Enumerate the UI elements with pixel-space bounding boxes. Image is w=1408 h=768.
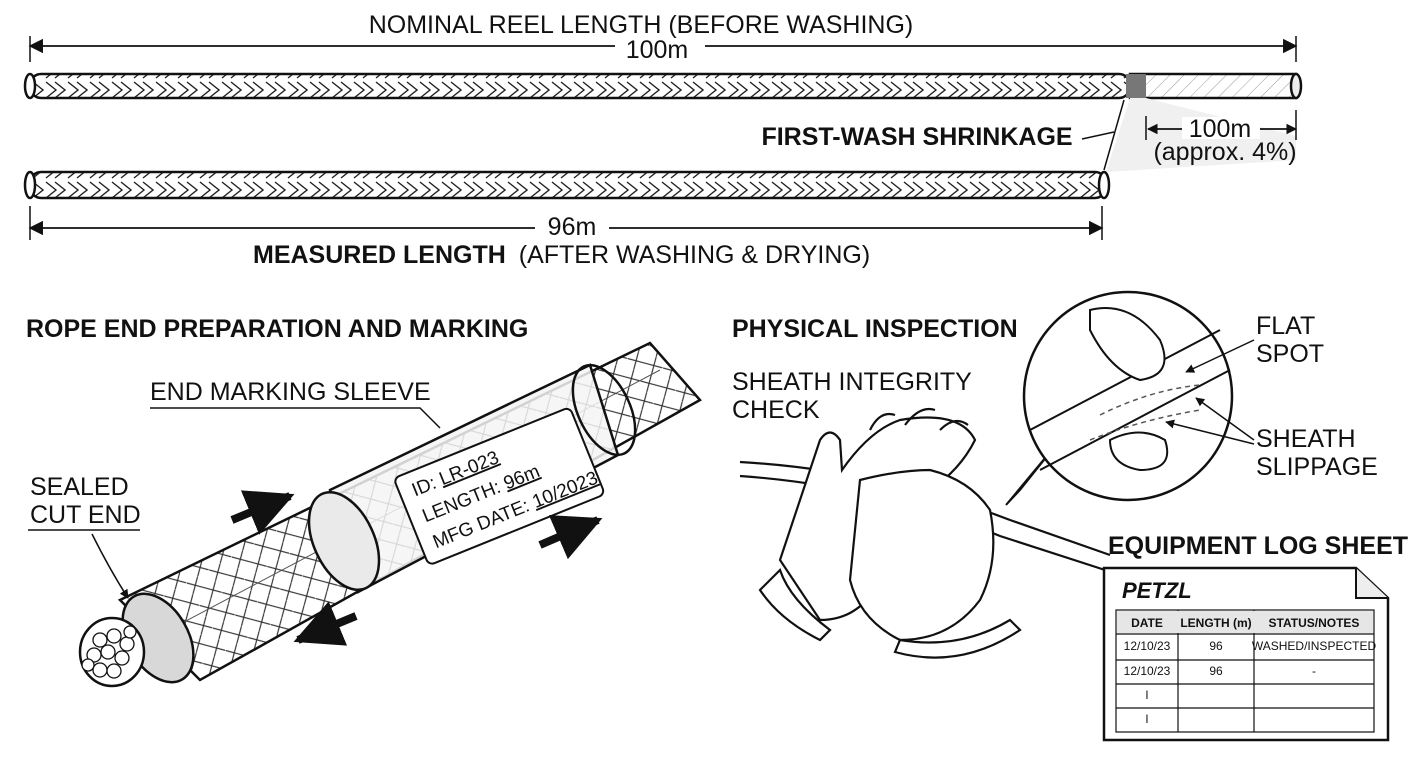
log-sheet-title: EQUIPMENT LOG SHEET [1108, 532, 1408, 560]
log-cell-r1-c0: 12/10/23 [1124, 664, 1171, 678]
nominal-length-label: NOMINAL REEL LENGTH (BEFORE WASHING) [369, 11, 914, 39]
length-diagram: NOMINAL REEL LENGTH (BEFORE WASHING) 100… [23, 11, 1303, 269]
gloved-hands [758, 407, 1022, 659]
rope-after-washing [23, 170, 1111, 200]
rope-before-washing [23, 72, 1303, 100]
shrinkage-value: 100m [1189, 115, 1252, 143]
slide-arrows [230, 490, 603, 646]
zoom-detail [1005, 290, 1234, 506]
rope-end-title: ROPE END PREPARATION AND MARKING [26, 315, 528, 343]
brand-logo-text: PETZL [1122, 578, 1192, 603]
log-header-0: DATE [1131, 616, 1163, 630]
log-cell-r0-c1: 96 [1209, 639, 1223, 653]
log-cell-r1-c2: - [1312, 664, 1316, 678]
log-cell-r3-c0: l [1146, 712, 1149, 726]
sealed-cut-end [78, 592, 195, 688]
shrinkage-title: FIRST-WASH SHRINKAGE [761, 123, 1072, 151]
equipment-log-sheet: EQUIPMENT LOG SHEET PETZL DATE LENGTH (m)… [1102, 532, 1408, 742]
measured-length-value: 96m [548, 213, 597, 241]
log-table-text: DATE LENGTH (m) STATUS/NOTES 12/10/23 96 WASH… [1124, 616, 1377, 726]
slippage-label-line2: SLIPPAGE [1256, 453, 1378, 481]
sealed-end-label-line1: SEALED [30, 473, 129, 501]
shrinkage-percent: (approx. 4%) [1153, 138, 1296, 166]
nominal-length-value: 100m [626, 36, 689, 64]
integrity-check-line1: SHEATH INTEGRITY [732, 368, 972, 396]
log-cell-r0-c2: WASHED/INSPECTED [1252, 639, 1377, 653]
log-header-1: LENGTH (m) [1180, 616, 1251, 630]
petzl-logo: PETZL [1118, 574, 1192, 603]
measured-length-bold: MEASURED LENGTH [253, 241, 506, 269]
sealed-end-label-line2: CUT END [30, 501, 141, 529]
flat-spot-label-line2: SPOT [1256, 340, 1324, 368]
flat-spot-label-line1: FLAT [1256, 312, 1315, 340]
slippage-label-line1: SHEATH [1256, 425, 1356, 453]
integrity-check-line2: CHECK [732, 396, 820, 424]
log-cell-r2-c0: l [1146, 688, 1149, 702]
measured-length-rest: (AFTER WASHING & DRYING) [519, 241, 870, 269]
rope-end-section: ROPE END PREPARATION AND MARKING [26, 315, 702, 688]
inspection-title: PHYSICAL INSPECTION [732, 315, 1018, 343]
sleeve-label: END MARKING SLEEVE [150, 378, 431, 406]
log-cell-r0-c0: 12/10/23 [1124, 639, 1171, 653]
log-cell-r1-c1: 96 [1209, 664, 1223, 678]
inspection-section: PHYSICAL INSPECTION SHEATH INTEGRITY CHE… [732, 290, 1378, 659]
log-header-2: STATUS/NOTES [1269, 616, 1360, 630]
measured-length-label: MEASURED LENGTH (AFTER WASHING & DRYING) [253, 241, 870, 269]
